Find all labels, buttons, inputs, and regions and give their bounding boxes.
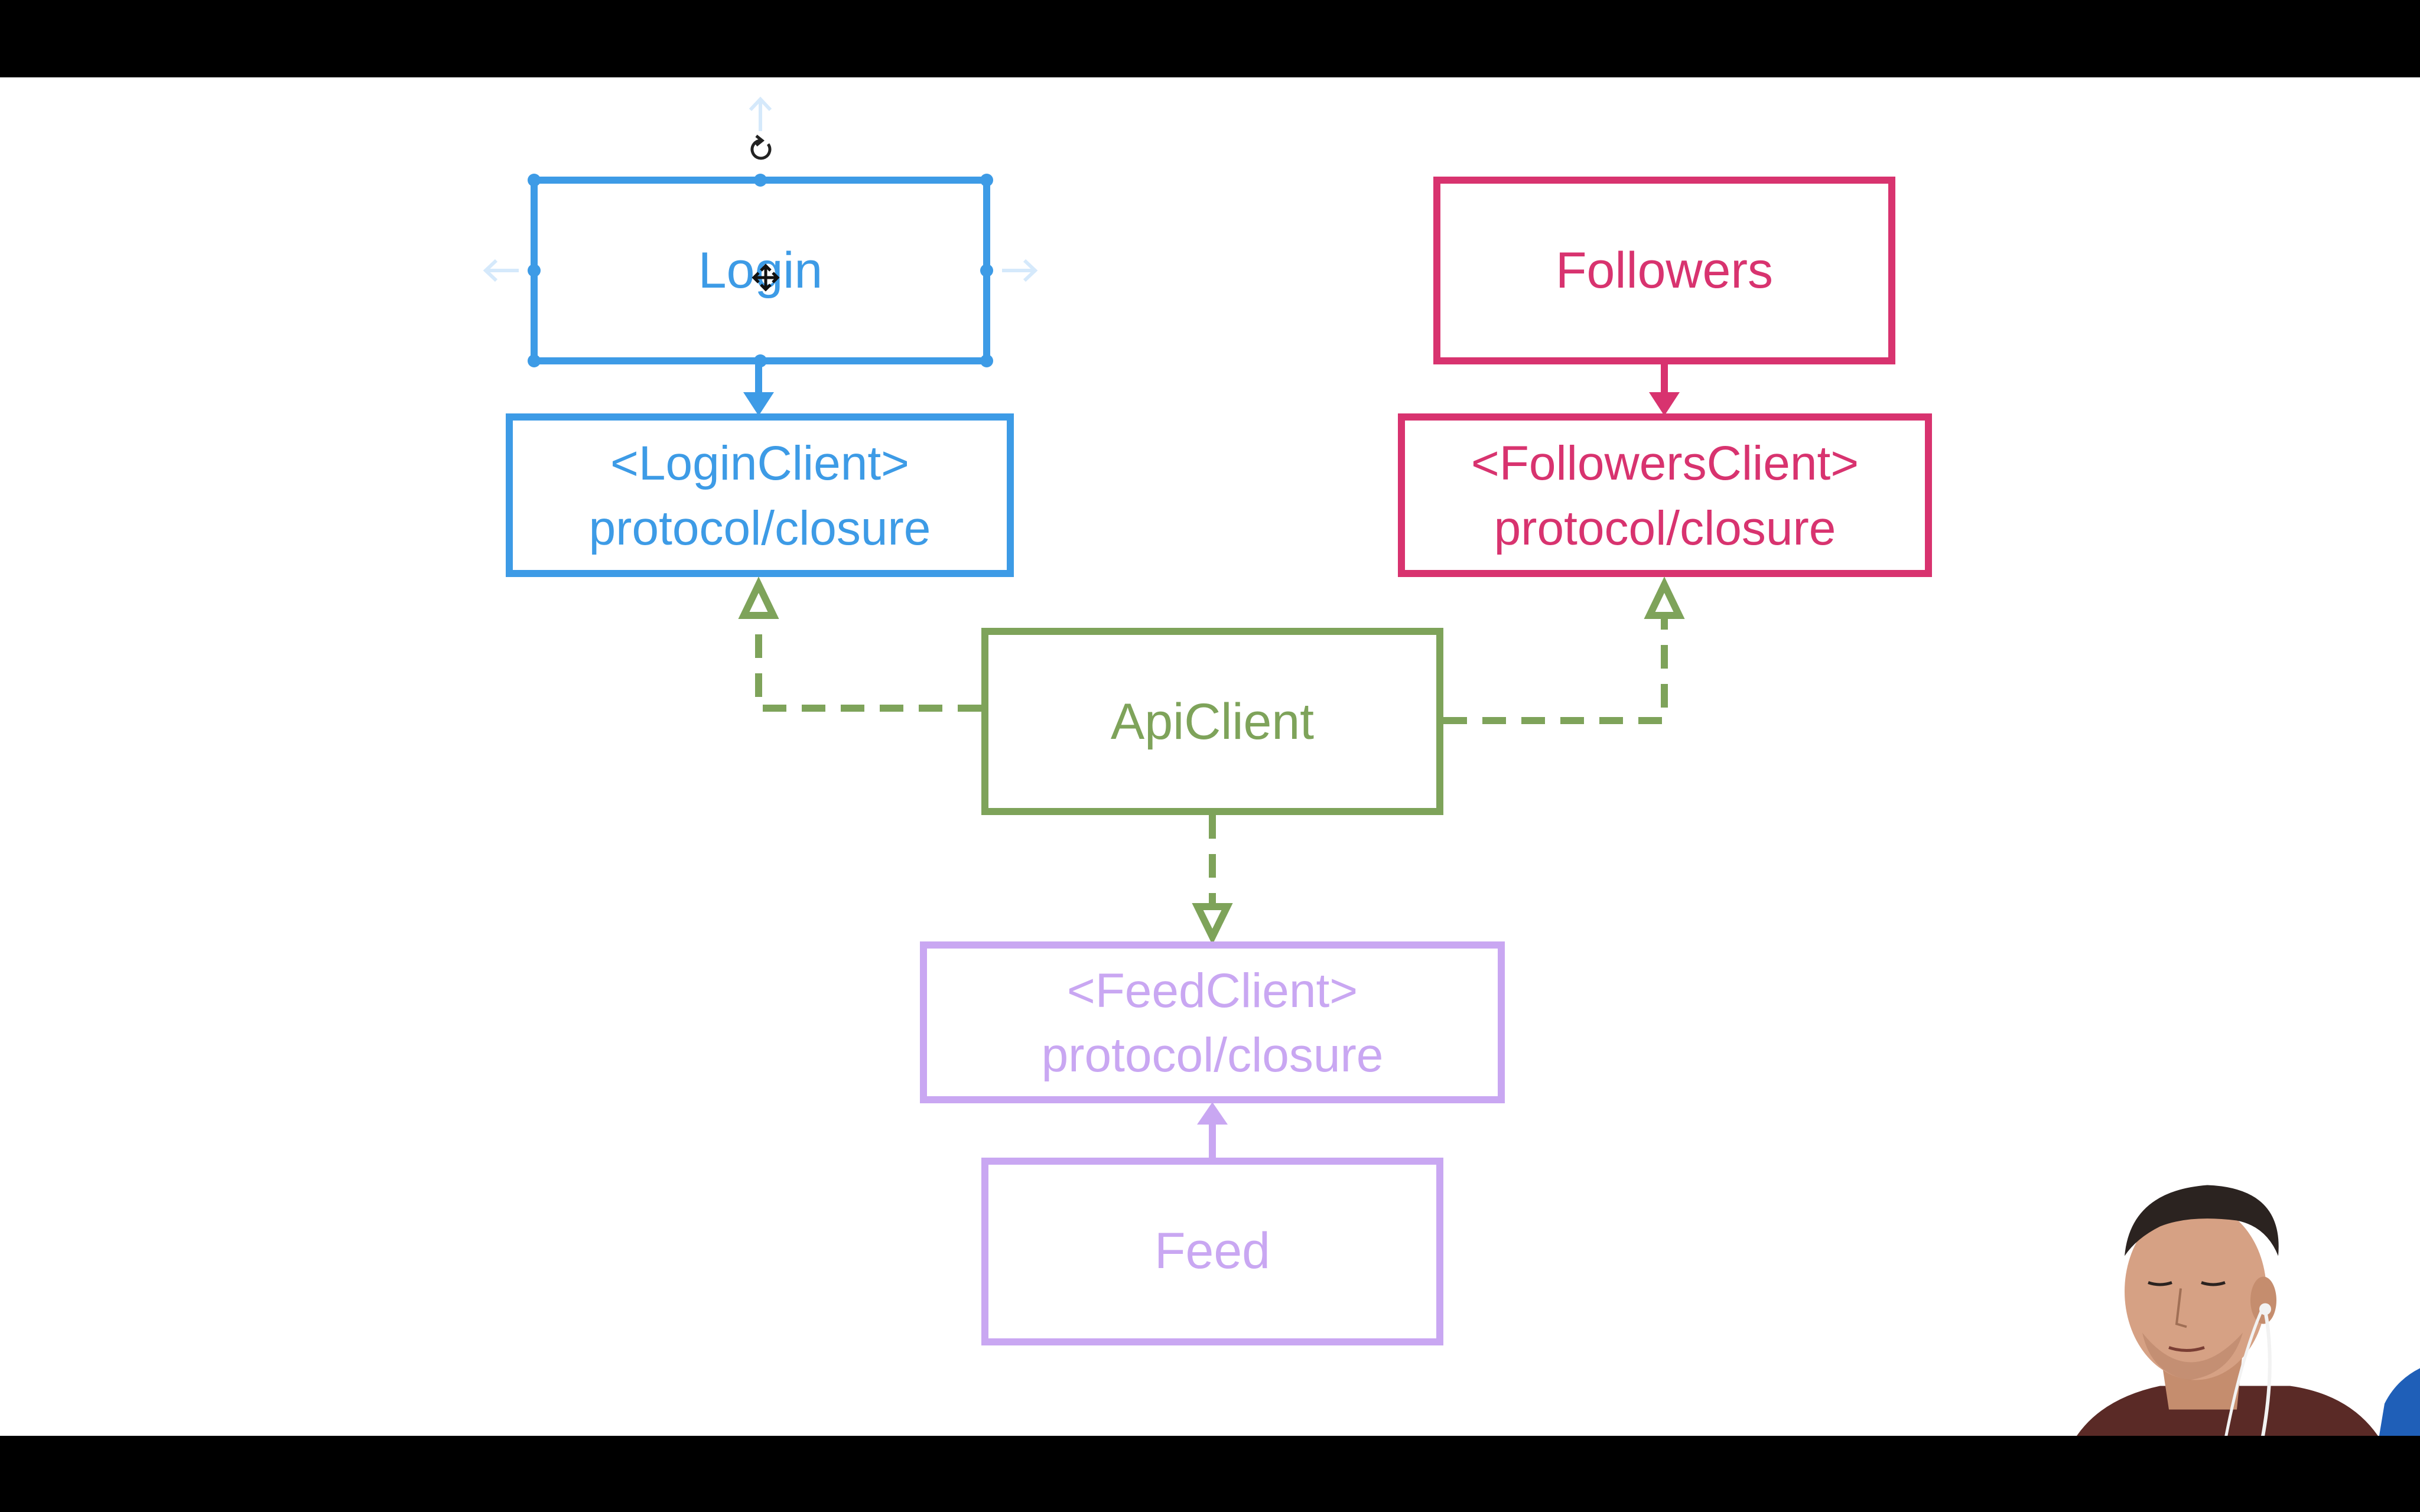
diagram-canvas[interactable]: Login xyxy=(0,77,2420,1436)
resize-arrow-icon[interactable] xyxy=(483,96,1038,282)
dashed-arrow-api-to-loginclient xyxy=(738,576,981,712)
login-client-box[interactable]: <LoginClient> protocol/closure xyxy=(506,413,1014,577)
dashed-arrow-api-to-followersclient xyxy=(1443,576,1685,724)
feed-box[interactable]: Feed xyxy=(981,1158,1443,1345)
followers-box[interactable]: Followers xyxy=(1433,177,1895,364)
login-client-subtitle: protocol/closure xyxy=(589,501,931,555)
rotate-handle-icon[interactable] xyxy=(750,135,772,160)
api-client-label: ApiClient xyxy=(1111,693,1314,750)
login-box[interactable]: Login xyxy=(531,177,990,364)
arrow-login-to-loginclient xyxy=(743,361,774,416)
video-letterbox-top xyxy=(0,0,2420,77)
followers-label: Followers xyxy=(1556,242,1773,299)
architecture-diagram: Login xyxy=(483,96,1932,1345)
followers-client-box[interactable]: <FollowersClient> protocol/closure xyxy=(1398,413,1932,577)
feed-client-title: <FeedClient> xyxy=(1067,964,1358,1018)
arrow-feed-to-feedclient xyxy=(1197,1102,1228,1159)
feed-client-box[interactable]: <FeedClient> protocol/closure xyxy=(920,941,1505,1103)
login-label: Login xyxy=(698,242,822,299)
api-client-box[interactable]: ApiClient xyxy=(981,628,1443,815)
feed-label: Feed xyxy=(1154,1223,1270,1279)
login-client-title: <LoginClient> xyxy=(610,436,909,490)
followers-client-subtitle: protocol/closure xyxy=(1494,501,1836,555)
presenter-webcam-overlay xyxy=(2042,1117,2420,1436)
arrow-followers-to-followersclient xyxy=(1649,361,1680,416)
presenter-image xyxy=(2077,1185,2420,1436)
video-letterbox-bottom xyxy=(0,1436,2420,1512)
feed-client-subtitle: protocol/closure xyxy=(1042,1028,1384,1082)
dashed-arrow-api-to-feedclient xyxy=(1192,815,1233,945)
selection-handles[interactable] xyxy=(528,174,993,367)
move-cursor-icon xyxy=(752,263,780,292)
followers-client-title: <FollowersClient> xyxy=(1471,436,1859,490)
